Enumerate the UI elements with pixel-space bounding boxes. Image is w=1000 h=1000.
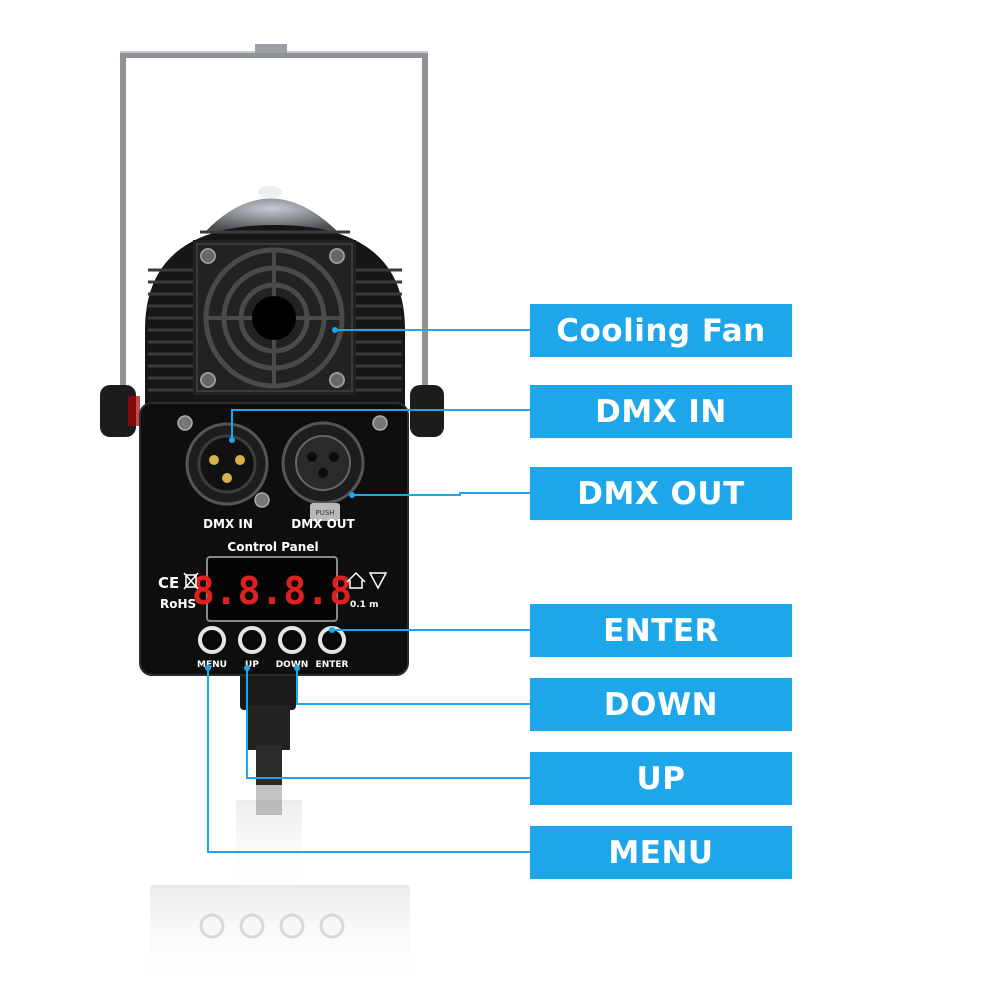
leader-line-down bbox=[296, 667, 531, 705]
mounting-bracket bbox=[120, 44, 428, 392]
dmx-out-connector[interactable] bbox=[281, 421, 365, 505]
panel-screw bbox=[177, 415, 193, 431]
panel-screw bbox=[372, 415, 388, 431]
dmx-out-port-label: DMX OUT bbox=[291, 517, 355, 531]
power-cable bbox=[240, 670, 296, 815]
callout-down: DOWN bbox=[530, 678, 792, 731]
warning-triangle-icon bbox=[368, 572, 388, 590]
dmx-in-port-label: DMX IN bbox=[203, 517, 253, 531]
rohs-mark: RoHS bbox=[160, 597, 196, 611]
button-label-down: DOWN bbox=[276, 660, 309, 670]
panel-screw bbox=[254, 492, 270, 508]
callout-menu: MENU bbox=[530, 826, 792, 879]
connector-lock-tab[interactable]: PUSH bbox=[310, 503, 340, 521]
leader-line-dmx-out bbox=[351, 492, 531, 496]
leader-line-dmx-in bbox=[231, 409, 531, 441]
leader-line-up bbox=[246, 667, 531, 779]
indoor-use-icon bbox=[346, 571, 366, 589]
callout-up: UP bbox=[530, 752, 792, 805]
up-button[interactable] bbox=[238, 626, 266, 654]
leader-dot bbox=[294, 665, 300, 671]
display-readout: 8.8.8.8 bbox=[192, 569, 352, 613]
leader-line-menu bbox=[207, 667, 531, 853]
left-knob[interactable] bbox=[100, 385, 140, 437]
cooling-fan bbox=[193, 240, 356, 395]
button-label-enter: ENTER bbox=[316, 660, 349, 670]
callout-cooling-fan: Cooling Fan bbox=[530, 304, 792, 357]
leader-dot bbox=[349, 492, 355, 498]
leader-dot bbox=[329, 627, 335, 633]
leader-dot bbox=[205, 665, 211, 671]
button-label-menu: MENU bbox=[197, 660, 227, 670]
ce-mark: CE bbox=[158, 574, 179, 592]
button-label-up: UP bbox=[245, 660, 259, 670]
leader-dot bbox=[244, 665, 250, 671]
control-panel-title: Control Panel bbox=[227, 540, 318, 554]
down-button[interactable] bbox=[278, 626, 306, 654]
clearance-label: 0.1 m bbox=[350, 600, 378, 610]
callout-dmx-out: DMX OUT bbox=[530, 467, 792, 520]
dmx-in-connector[interactable] bbox=[185, 422, 269, 506]
led-display bbox=[206, 556, 338, 622]
device-reflection bbox=[150, 800, 410, 990]
lens-dome bbox=[205, 198, 338, 232]
back-panel bbox=[139, 402, 409, 676]
menu-button[interactable] bbox=[198, 626, 226, 654]
callout-dmx-in: DMX IN bbox=[530, 385, 792, 438]
lock-tab-label: PUSH bbox=[315, 509, 334, 517]
leader-dot bbox=[229, 437, 235, 443]
leader-dot bbox=[332, 327, 338, 333]
callout-enter: ENTER bbox=[530, 604, 792, 657]
weee-bin-icon bbox=[183, 572, 199, 590]
